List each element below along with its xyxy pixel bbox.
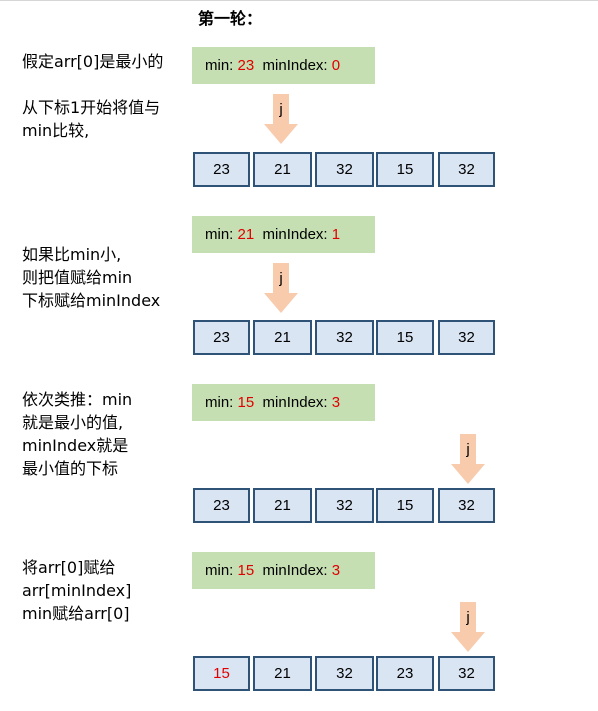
pointer-j-arrow: j	[264, 94, 298, 144]
arrow-down-icon	[451, 602, 485, 652]
note-line: min比较,	[22, 121, 90, 140]
array-cell: 32	[438, 656, 495, 691]
step-note: 将arr[0]赋给 arr[minIndex] min赋给arr[0]	[22, 556, 131, 625]
min-info-box: min: 21 minIndex: 1	[192, 216, 375, 253]
array-cell: 23	[376, 656, 434, 691]
array-cell: 32	[315, 656, 374, 691]
pointer-j-arrow: j	[451, 602, 485, 652]
array-cell: 32	[438, 320, 495, 355]
min-index-value: 0	[331, 57, 341, 74]
array-cell: 15	[376, 488, 434, 523]
step-note: 依次类推：min 就是最小的值, minIndex就是最小值的下标	[22, 388, 132, 480]
array-cell: 21	[253, 488, 312, 523]
arrow-down-icon	[264, 94, 298, 144]
note-line: minIndex就是	[22, 436, 129, 455]
note-line: 则把值赋给min	[22, 268, 133, 287]
array-cell: 32	[438, 152, 495, 187]
pointer-label: j	[466, 609, 470, 626]
note-line: arr[minIndex]	[22, 581, 132, 600]
min-label: min:	[205, 562, 234, 579]
pointer-label: j	[466, 441, 470, 458]
array-cell: 32	[438, 488, 495, 523]
note-line: 依次类推：min	[22, 390, 133, 409]
min-index-value: 3	[331, 394, 341, 411]
arrow-down-icon	[451, 434, 485, 484]
array-cell: 21	[253, 656, 312, 691]
array-cell: 23	[193, 320, 250, 355]
min-label: min:	[205, 226, 234, 243]
min-index-label: minIndex:	[262, 226, 328, 243]
min-info-box: min: 23 minIndex: 0	[192, 47, 375, 84]
min-value: 23	[237, 57, 255, 74]
pointer-label: j	[279, 101, 283, 118]
pointer-j-arrow: j	[451, 434, 485, 484]
note-line	[22, 73, 163, 96]
min-value: 15	[237, 562, 255, 579]
array-cell: 21	[253, 152, 312, 187]
min-index-value: 3	[331, 562, 341, 579]
array-cell: 15	[376, 152, 434, 187]
note-line: 将arr[0]赋给	[22, 558, 116, 577]
step-note: 假定arr[0]是最小的从下标1开始将值与 min比较,	[22, 50, 163, 142]
note-line: 假定arr[0]是最小的	[22, 52, 164, 71]
note-line: 就是最小的值,	[22, 413, 124, 432]
min-label: min:	[205, 57, 234, 74]
arrow-down-icon	[264, 263, 298, 313]
array-cell: 32	[315, 152, 374, 187]
array-cell: 23	[193, 152, 250, 187]
min-index-label: minIndex:	[262, 562, 328, 579]
min-info-box: min: 15 minIndex: 3	[192, 552, 375, 589]
array-cell: 32	[315, 488, 374, 523]
array-cell: 32	[315, 320, 374, 355]
array-cell: 15	[376, 320, 434, 355]
top-divider	[0, 0, 598, 1]
min-label: min:	[205, 394, 234, 411]
min-value: 21	[237, 226, 255, 243]
note-line: 如果比min小,	[22, 245, 122, 264]
array-cell: 23	[193, 488, 250, 523]
pointer-j-arrow: j	[264, 263, 298, 313]
min-index-label: minIndex:	[262, 57, 328, 74]
note-line: min赋给arr[0]	[22, 604, 130, 623]
note-line: 下标赋给minIndex	[22, 291, 161, 310]
note-line: 最小值的下标	[22, 459, 119, 478]
pointer-label: j	[279, 270, 283, 287]
min-info-box: min: 15 minIndex: 3	[192, 384, 375, 421]
array-cell: 21	[253, 320, 312, 355]
min-index-label: minIndex:	[262, 394, 328, 411]
array-cell: 15	[193, 656, 250, 691]
note-line: 从下标1开始将值与	[22, 98, 161, 117]
min-value: 15	[237, 394, 255, 411]
diagram-title: 第一轮：	[198, 9, 263, 28]
min-index-value: 1	[331, 226, 341, 243]
step-note: 如果比min小, 则把值赋给min 下标赋给minIndex	[22, 243, 160, 312]
